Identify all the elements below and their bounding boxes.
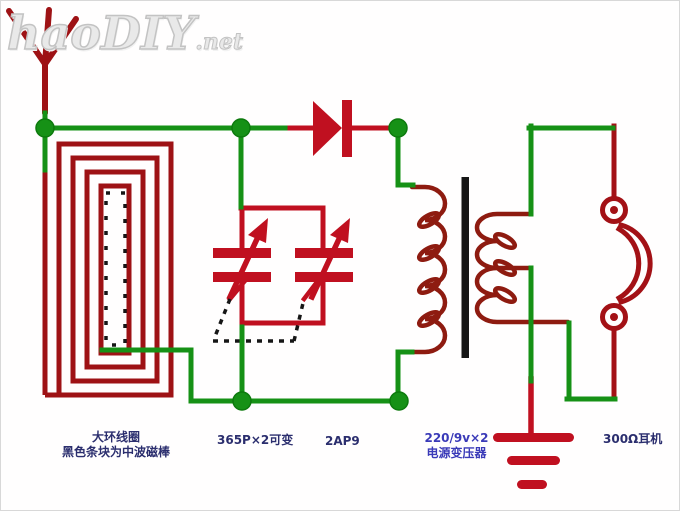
primary-winding — [409, 184, 448, 355]
earphone-label: 300Ω耳机 — [603, 432, 663, 446]
earphone — [600, 123, 653, 401]
loop-coil-label-line1: 大环线圈 — [91, 430, 140, 444]
transformer-label-line1: 220/9v×2 — [424, 431, 489, 445]
junction-dot — [389, 391, 409, 411]
detector-diode — [282, 100, 394, 157]
tuning-arrow-icon — [248, 218, 268, 243]
loop-antenna-coil — [42, 141, 174, 398]
junction-dot — [35, 118, 55, 138]
transformer-core — [461, 177, 469, 358]
hookup-wires — [35, 110, 618, 411]
loop-coil-label-line2: 黑色条块为中波磁棒 — [61, 445, 170, 459]
gang-linkage-dashed — [212, 298, 306, 343]
watermark-logo: haoDIY.net — [6, 3, 244, 72]
diode-label: 2AP9 — [325, 434, 360, 448]
junction-dot — [388, 118, 408, 138]
loop-coil-label: 大环线圈 黑色条块为中波磁棒 — [51, 430, 181, 460]
junction-dot — [232, 391, 252, 411]
junction-dot — [231, 118, 251, 138]
tuning-arrow-icon — [330, 218, 350, 243]
antenna-icon — [6, 7, 79, 116]
ferrite-rod — [104, 191, 127, 347]
power-transformer — [409, 177, 571, 358]
secondary-winding — [474, 211, 571, 325]
watermark-text: haoDIY — [6, 5, 196, 61]
transformer-label: 220/9v×2 电源变压器 — [409, 431, 504, 461]
watermark-suffix: .net — [195, 29, 244, 56]
ground-icon — [493, 376, 574, 489]
transformer-label-line2: 电源变压器 — [426, 446, 487, 460]
varcap-label: 365P×2可变 — [217, 433, 294, 447]
variable-capacitor-gang — [212, 205, 353, 343]
